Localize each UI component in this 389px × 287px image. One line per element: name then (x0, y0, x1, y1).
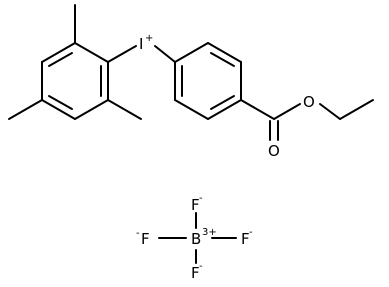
fluorine-bottom-charge: - (199, 261, 203, 272)
fluorine-left-symbol: F (141, 230, 150, 248)
fluorine-right-symbol: F (241, 230, 250, 248)
fluorine-left-charge: - (136, 228, 140, 239)
ethyl-ester-group (240, 99, 374, 141)
fluorine-right-charge: - (249, 227, 253, 238)
fluorine-top-symbol: F (191, 196, 200, 214)
iodine-atom: I + (139, 33, 153, 53)
iodine-symbol: I (139, 35, 143, 53)
mesityl-methyl-groups (8, 4, 142, 120)
ether-oxygen-symbol: O (303, 93, 315, 111)
tetrafluoroborate-anion: B 3+ F - - F F - F - (136, 193, 253, 282)
fluorine-bottom-symbol: F (191, 264, 200, 282)
carbonyl-oxygen-symbol: O (268, 142, 280, 160)
boron-charge: 3+ (202, 227, 217, 238)
boron-symbol: B (191, 230, 201, 248)
mesityl-ring (41, 42, 109, 120)
fluorine-top-charge: - (199, 193, 203, 204)
iodine-charge: + (145, 33, 153, 44)
iodine-bonds (107, 45, 176, 63)
benzoate-ring (174, 42, 242, 120)
